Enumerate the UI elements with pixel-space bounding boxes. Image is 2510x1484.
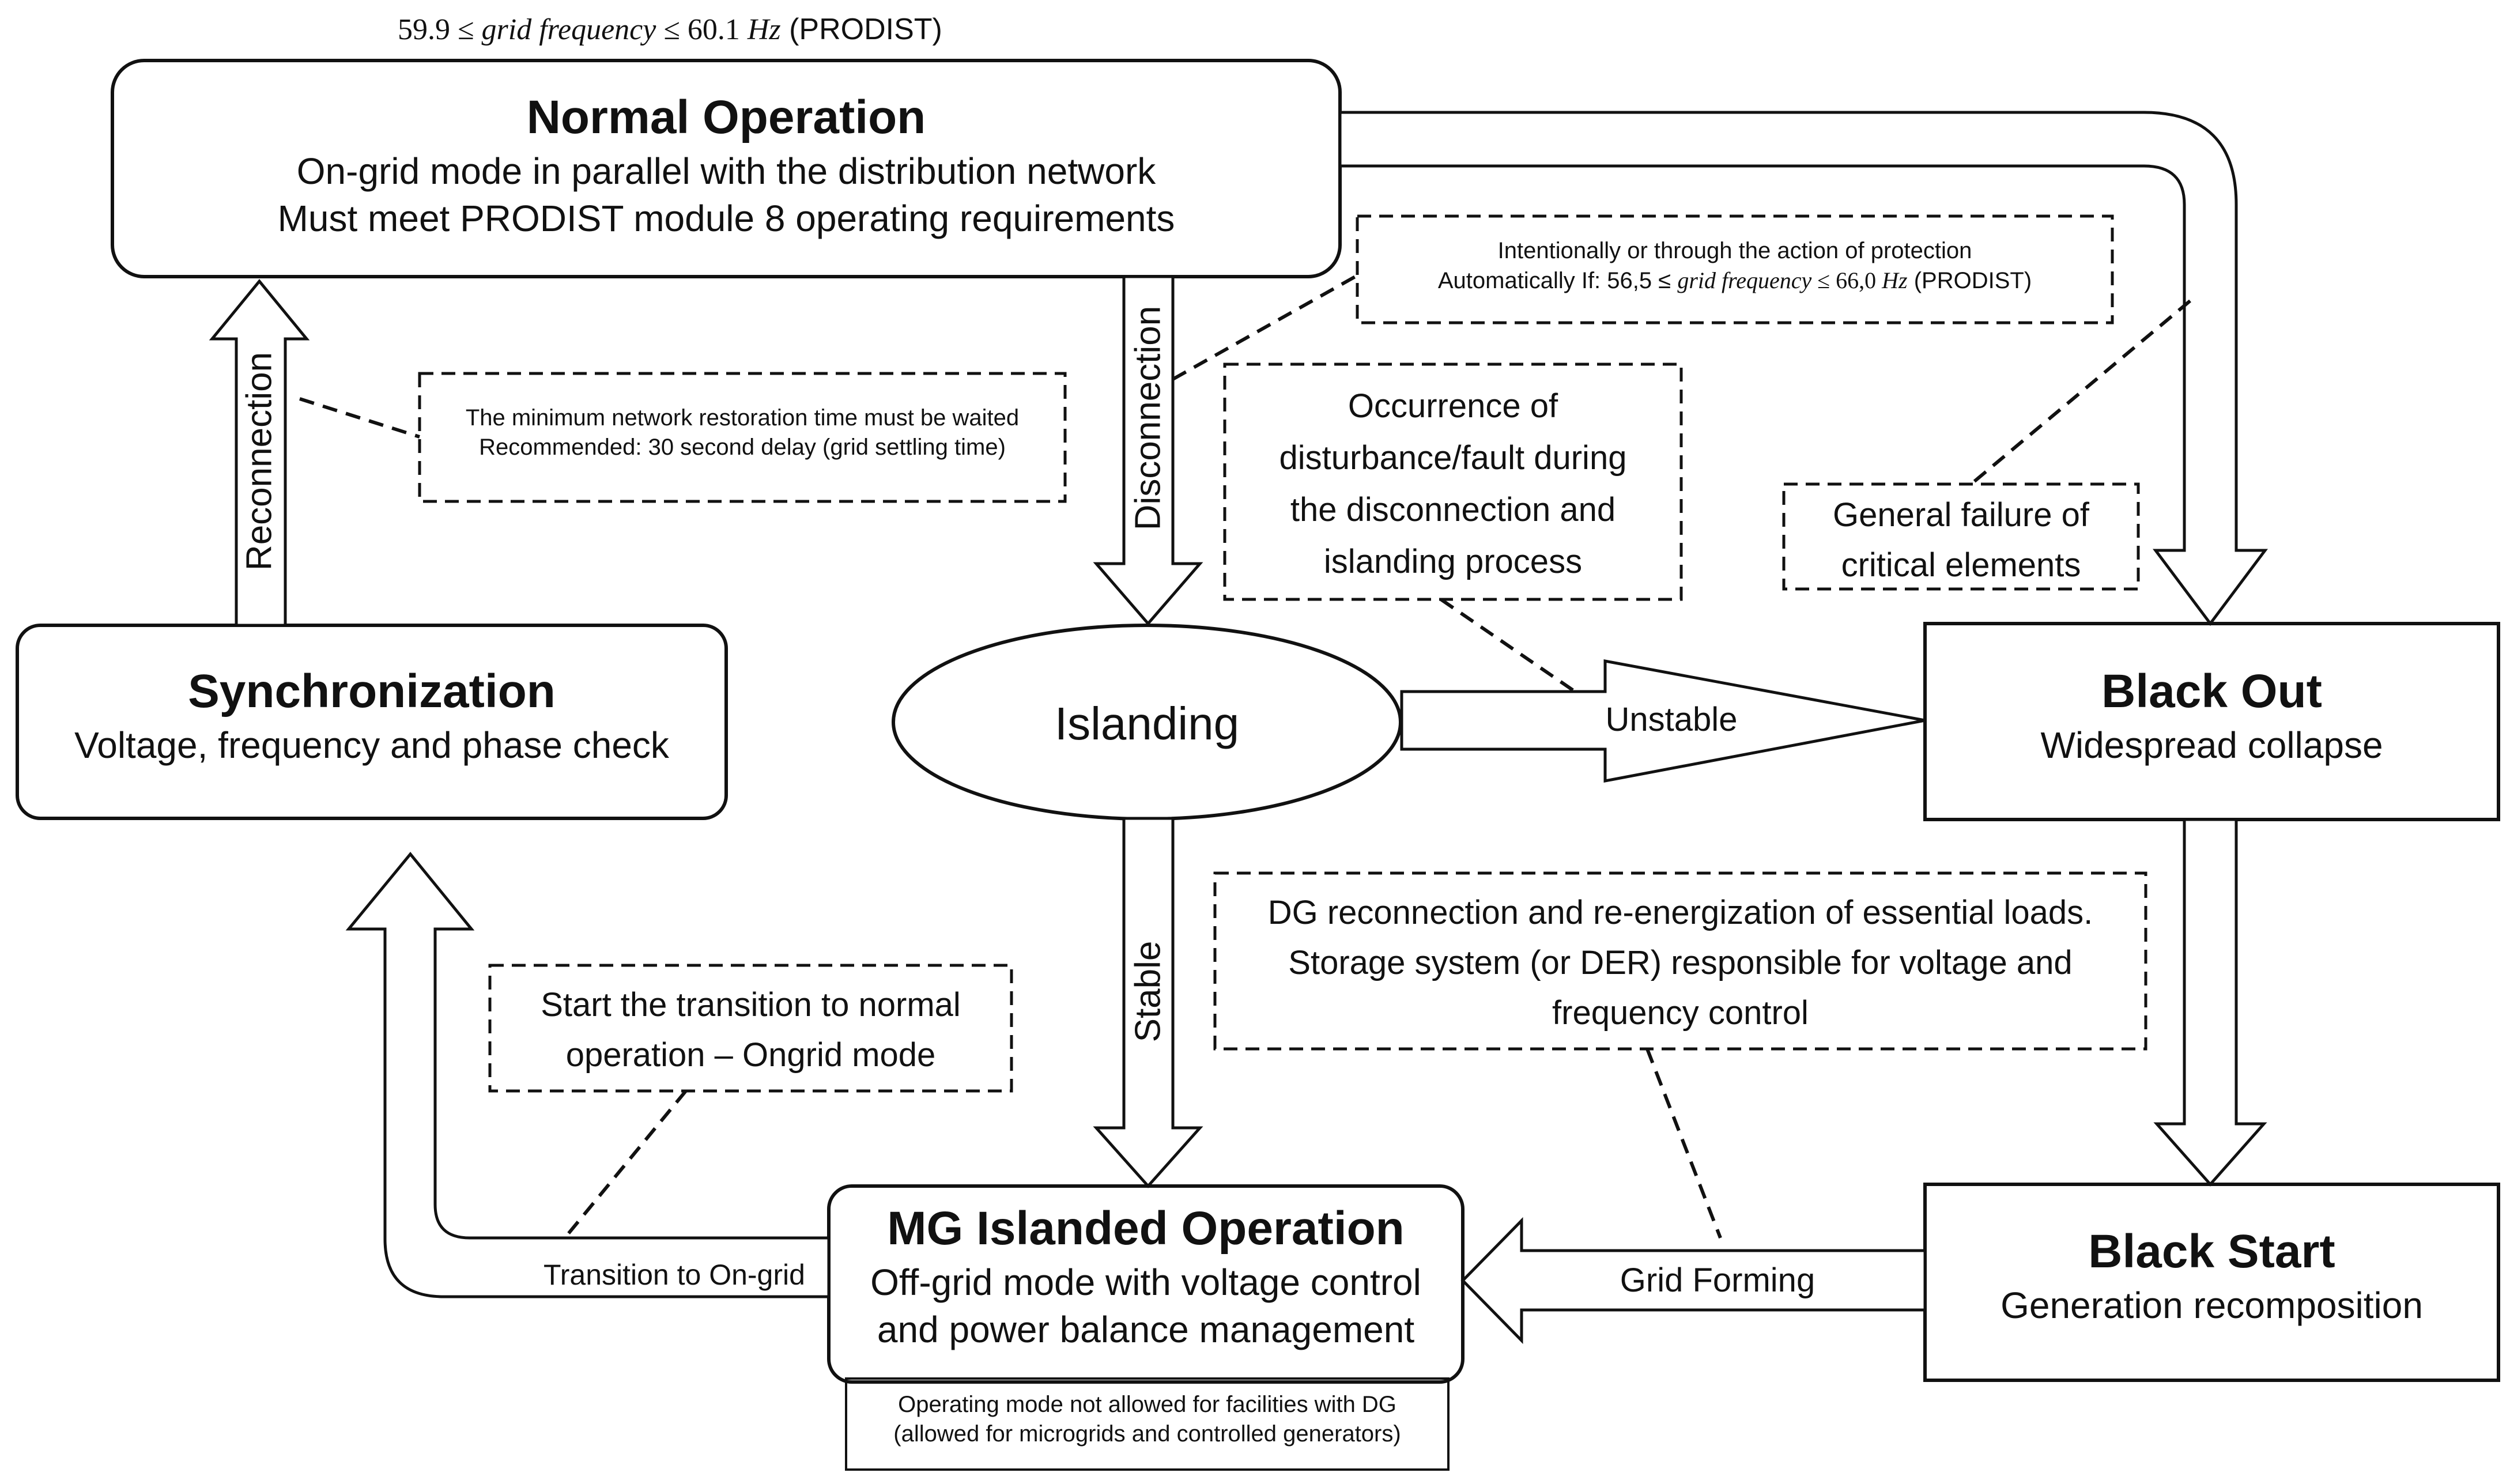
normal-operation-line2: Must meet PRODIST module 8 operating req… <box>277 197 1175 239</box>
leader-transition <box>563 1090 688 1239</box>
start-transition-note-line2: operation – Ongrid mode <box>565 1036 936 1074</box>
start-transition-note: Start the transition to normal operation… <box>490 980 1011 1080</box>
mg-footnote-box <box>845 1377 1450 1471</box>
restoration-note-line2: Recommended: 30 second delay (grid settl… <box>479 435 1006 460</box>
stable-label: Stable <box>1128 941 1168 1043</box>
disturbance-note-line4: islanding process <box>1323 542 1583 580</box>
top-frequency-condition: 59.9 ≤ grid frequency ≤ 60.1 Hz (PRODIST… <box>398 13 942 46</box>
normal-operation-label: Normal Operation On-grid mode in paralle… <box>112 88 1340 243</box>
protection-note: Intentionally or through the action of p… <box>1357 236 2112 296</box>
disturbance-note-line1: Occurrence of <box>1348 387 1558 425</box>
reconnection-label: Reconnection <box>239 352 280 571</box>
restoration-note-box <box>418 372 1067 503</box>
dg-reconnection-note-line3: frequency control <box>1552 994 1809 1032</box>
grid-forming-label: Grid Forming <box>1620 1262 1815 1299</box>
mg-islanded-label: MG Islanded Operation Off-grid mode with… <box>829 1199 1463 1354</box>
disturbance-note: Occurrence of disturbance/fault during t… <box>1225 380 1681 588</box>
leader-unstable <box>1440 598 1580 696</box>
dg-reconnection-note-box <box>1213 871 2147 1051</box>
leader-grid-forming <box>1645 1048 1722 1239</box>
protection-note-line1: Intentionally or through the action of p… <box>1497 238 1972 263</box>
protection-note-box <box>1356 214 2114 324</box>
transition-to-ongrid-arrow <box>345 852 831 1298</box>
blackout-title: Black Out <box>2101 665 2322 718</box>
disconnection-label: Disconnection <box>1128 305 1168 531</box>
synchronization-label: Synchronization Voltage, frequency and p… <box>17 662 726 769</box>
blackout-to-blackstart-arrow <box>2153 818 2267 1187</box>
stable-arrow <box>1093 817 1203 1188</box>
dg-reconnection-note: DG reconnection and re-energization of e… <box>1215 888 2146 1038</box>
protection-note-line2: Automatically If: 56,5 ≤ grid frequency … <box>1437 267 2032 294</box>
blackout-line1: Widespread collapse <box>2040 724 2383 766</box>
mg-footnote-line1: Operating mode not allowed for facilitie… <box>898 1392 1396 1417</box>
mg-islanded-title: MG Islanded Operation <box>887 1202 1405 1255</box>
general-failure-note-line2: critical elements <box>1841 546 2081 584</box>
dg-reconnection-note-line1: DG reconnection and re-energization of e… <box>1267 894 2093 931</box>
disturbance-note-line2: disturbance/fault during <box>1279 439 1627 477</box>
blackstart-line1: Generation recomposition <box>2001 1284 2423 1326</box>
leader-reconnection <box>299 397 420 439</box>
mg-islanded-line1: Off-grid mode with voltage control <box>870 1261 1421 1303</box>
islanding-label: Islanding <box>1054 698 1240 749</box>
synchronization-line1: Voltage, frequency and phase check <box>74 724 669 766</box>
disturbance-note-box <box>1223 362 1683 601</box>
restoration-note-line1: The minimum network restoration time mus… <box>465 405 1020 431</box>
general-failure-note-box <box>1782 482 2140 591</box>
mg-footnote: Operating mode not allowed for facilitie… <box>846 1390 1448 1449</box>
synchronization-title: Synchronization <box>188 665 556 718</box>
start-transition-note-box <box>488 964 1013 1093</box>
normal-to-blackout-arrow <box>1338 111 2268 626</box>
disconnection-arrow <box>1093 275 1203 626</box>
restoration-note: The minimum network restoration time mus… <box>420 403 1065 462</box>
general-failure-note-line1: General failure of <box>1833 496 2089 534</box>
blackstart-label: Black Start Generation recomposition <box>1925 1222 2498 1330</box>
normal-operation-title: Normal Operation <box>526 91 926 144</box>
mg-islanded-line2: and power balance management <box>877 1308 1415 1350</box>
grid-forming-arrow <box>1460 1217 1927 1345</box>
dg-reconnection-note-line2: Storage system (or DER) responsible for … <box>1288 944 2073 981</box>
unstable-label: Unstable <box>1605 701 1738 738</box>
mg-footnote-line2: (allowed for microgrids and controlled g… <box>893 1421 1401 1447</box>
blackstart-title: Black Start <box>2088 1225 2335 1278</box>
blackout-label: Black Out Widespread collapse <box>1925 662 2498 769</box>
start-transition-note-line1: Start the transition to normal <box>541 986 961 1024</box>
reconnection-arrow <box>209 279 310 627</box>
disturbance-note-line3: the disconnection and <box>1290 490 1616 528</box>
normal-operation-box <box>111 59 1342 278</box>
leader-disconnection <box>1172 274 1358 381</box>
normal-operation-line1: On-grid mode in parallel with the distri… <box>296 150 1156 192</box>
unstable-arrow-shape <box>1400 659 1926 783</box>
transition-to-ongrid-label: Transition to On-grid <box>543 1259 805 1291</box>
general-failure-note: General failure of critical elements <box>1784 490 2138 590</box>
synchronization-box <box>16 624 728 820</box>
